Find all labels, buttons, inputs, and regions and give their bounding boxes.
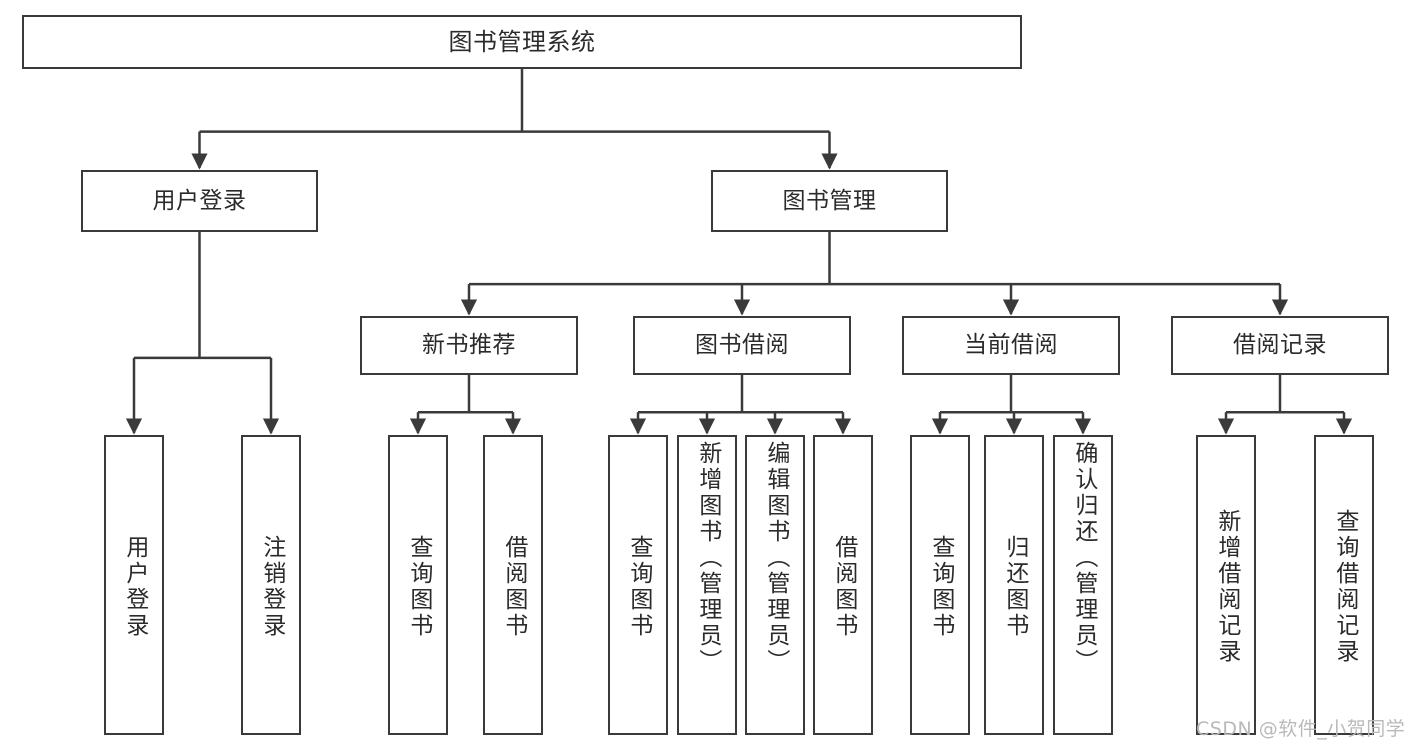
node-leaf-query-record[interactable]: 查询借阅记录 xyxy=(1314,435,1374,735)
node-label: 新增借阅记录 xyxy=(1213,509,1240,665)
node-book-manage[interactable]: 图书管理 xyxy=(711,170,948,232)
node-leaf-query-book-2[interactable]: 查询图书 xyxy=(608,435,668,735)
node-label: 新增图书（管理员） xyxy=(694,441,721,675)
node-label: 借阅图书 xyxy=(830,535,857,639)
node-label: 确认归还（管理员） xyxy=(1070,441,1097,675)
node-label: 当前借阅 xyxy=(964,332,1058,358)
node-leaf-query-book-1[interactable]: 查询图书 xyxy=(388,435,448,735)
node-new-book-rec[interactable]: 新书推荐 xyxy=(360,316,578,375)
node-label: 查询图书 xyxy=(625,535,652,639)
watermark: CSDN @软件_小贺同学 xyxy=(1196,718,1405,740)
node-label: 查询图书 xyxy=(405,535,432,639)
node-book-borrow[interactable]: 图书借阅 xyxy=(633,316,851,375)
node-root[interactable]: 图书管理系统 xyxy=(22,15,1022,69)
node-leaf-confirm-return[interactable]: 确认归还（管理员） xyxy=(1053,435,1113,735)
node-user-login[interactable]: 用户登录 xyxy=(81,170,318,232)
node-leaf-logout[interactable]: 注销登录 xyxy=(241,435,301,735)
node-label: 图书管理 xyxy=(782,187,877,214)
node-current-borrow[interactable]: 当前借阅 xyxy=(902,316,1120,375)
node-label: 注销登录 xyxy=(258,535,285,639)
node-leaf-edit-book[interactable]: 编辑图书（管理员） xyxy=(745,435,805,735)
node-leaf-add-record[interactable]: 新增借阅记录 xyxy=(1196,435,1256,735)
node-label: 归还图书 xyxy=(1001,535,1028,639)
node-label: 借阅图书 xyxy=(500,535,527,639)
node-label: 图书借阅 xyxy=(695,332,789,358)
node-label: 图书管理系统 xyxy=(448,28,596,56)
node-label: 编辑图书（管理员） xyxy=(762,441,789,675)
node-leaf-query-book-3[interactable]: 查询图书 xyxy=(910,435,970,735)
node-label: 用户登录 xyxy=(152,187,247,214)
node-label: 查询图书 xyxy=(927,535,954,639)
node-leaf-borrow-book-1[interactable]: 借阅图书 xyxy=(483,435,543,735)
node-label: 新书推荐 xyxy=(422,332,516,358)
node-label: 借阅记录 xyxy=(1233,332,1327,358)
node-leaf-borrow-book-2[interactable]: 借阅图书 xyxy=(813,435,873,735)
node-label: 查询借阅记录 xyxy=(1331,509,1358,665)
node-leaf-user-login[interactable]: 用户登录 xyxy=(104,435,164,735)
node-borrow-record[interactable]: 借阅记录 xyxy=(1171,316,1389,375)
node-label: 用户登录 xyxy=(121,535,148,639)
node-leaf-return-book[interactable]: 归还图书 xyxy=(984,435,1044,735)
node-leaf-add-book[interactable]: 新增图书（管理员） xyxy=(677,435,737,735)
